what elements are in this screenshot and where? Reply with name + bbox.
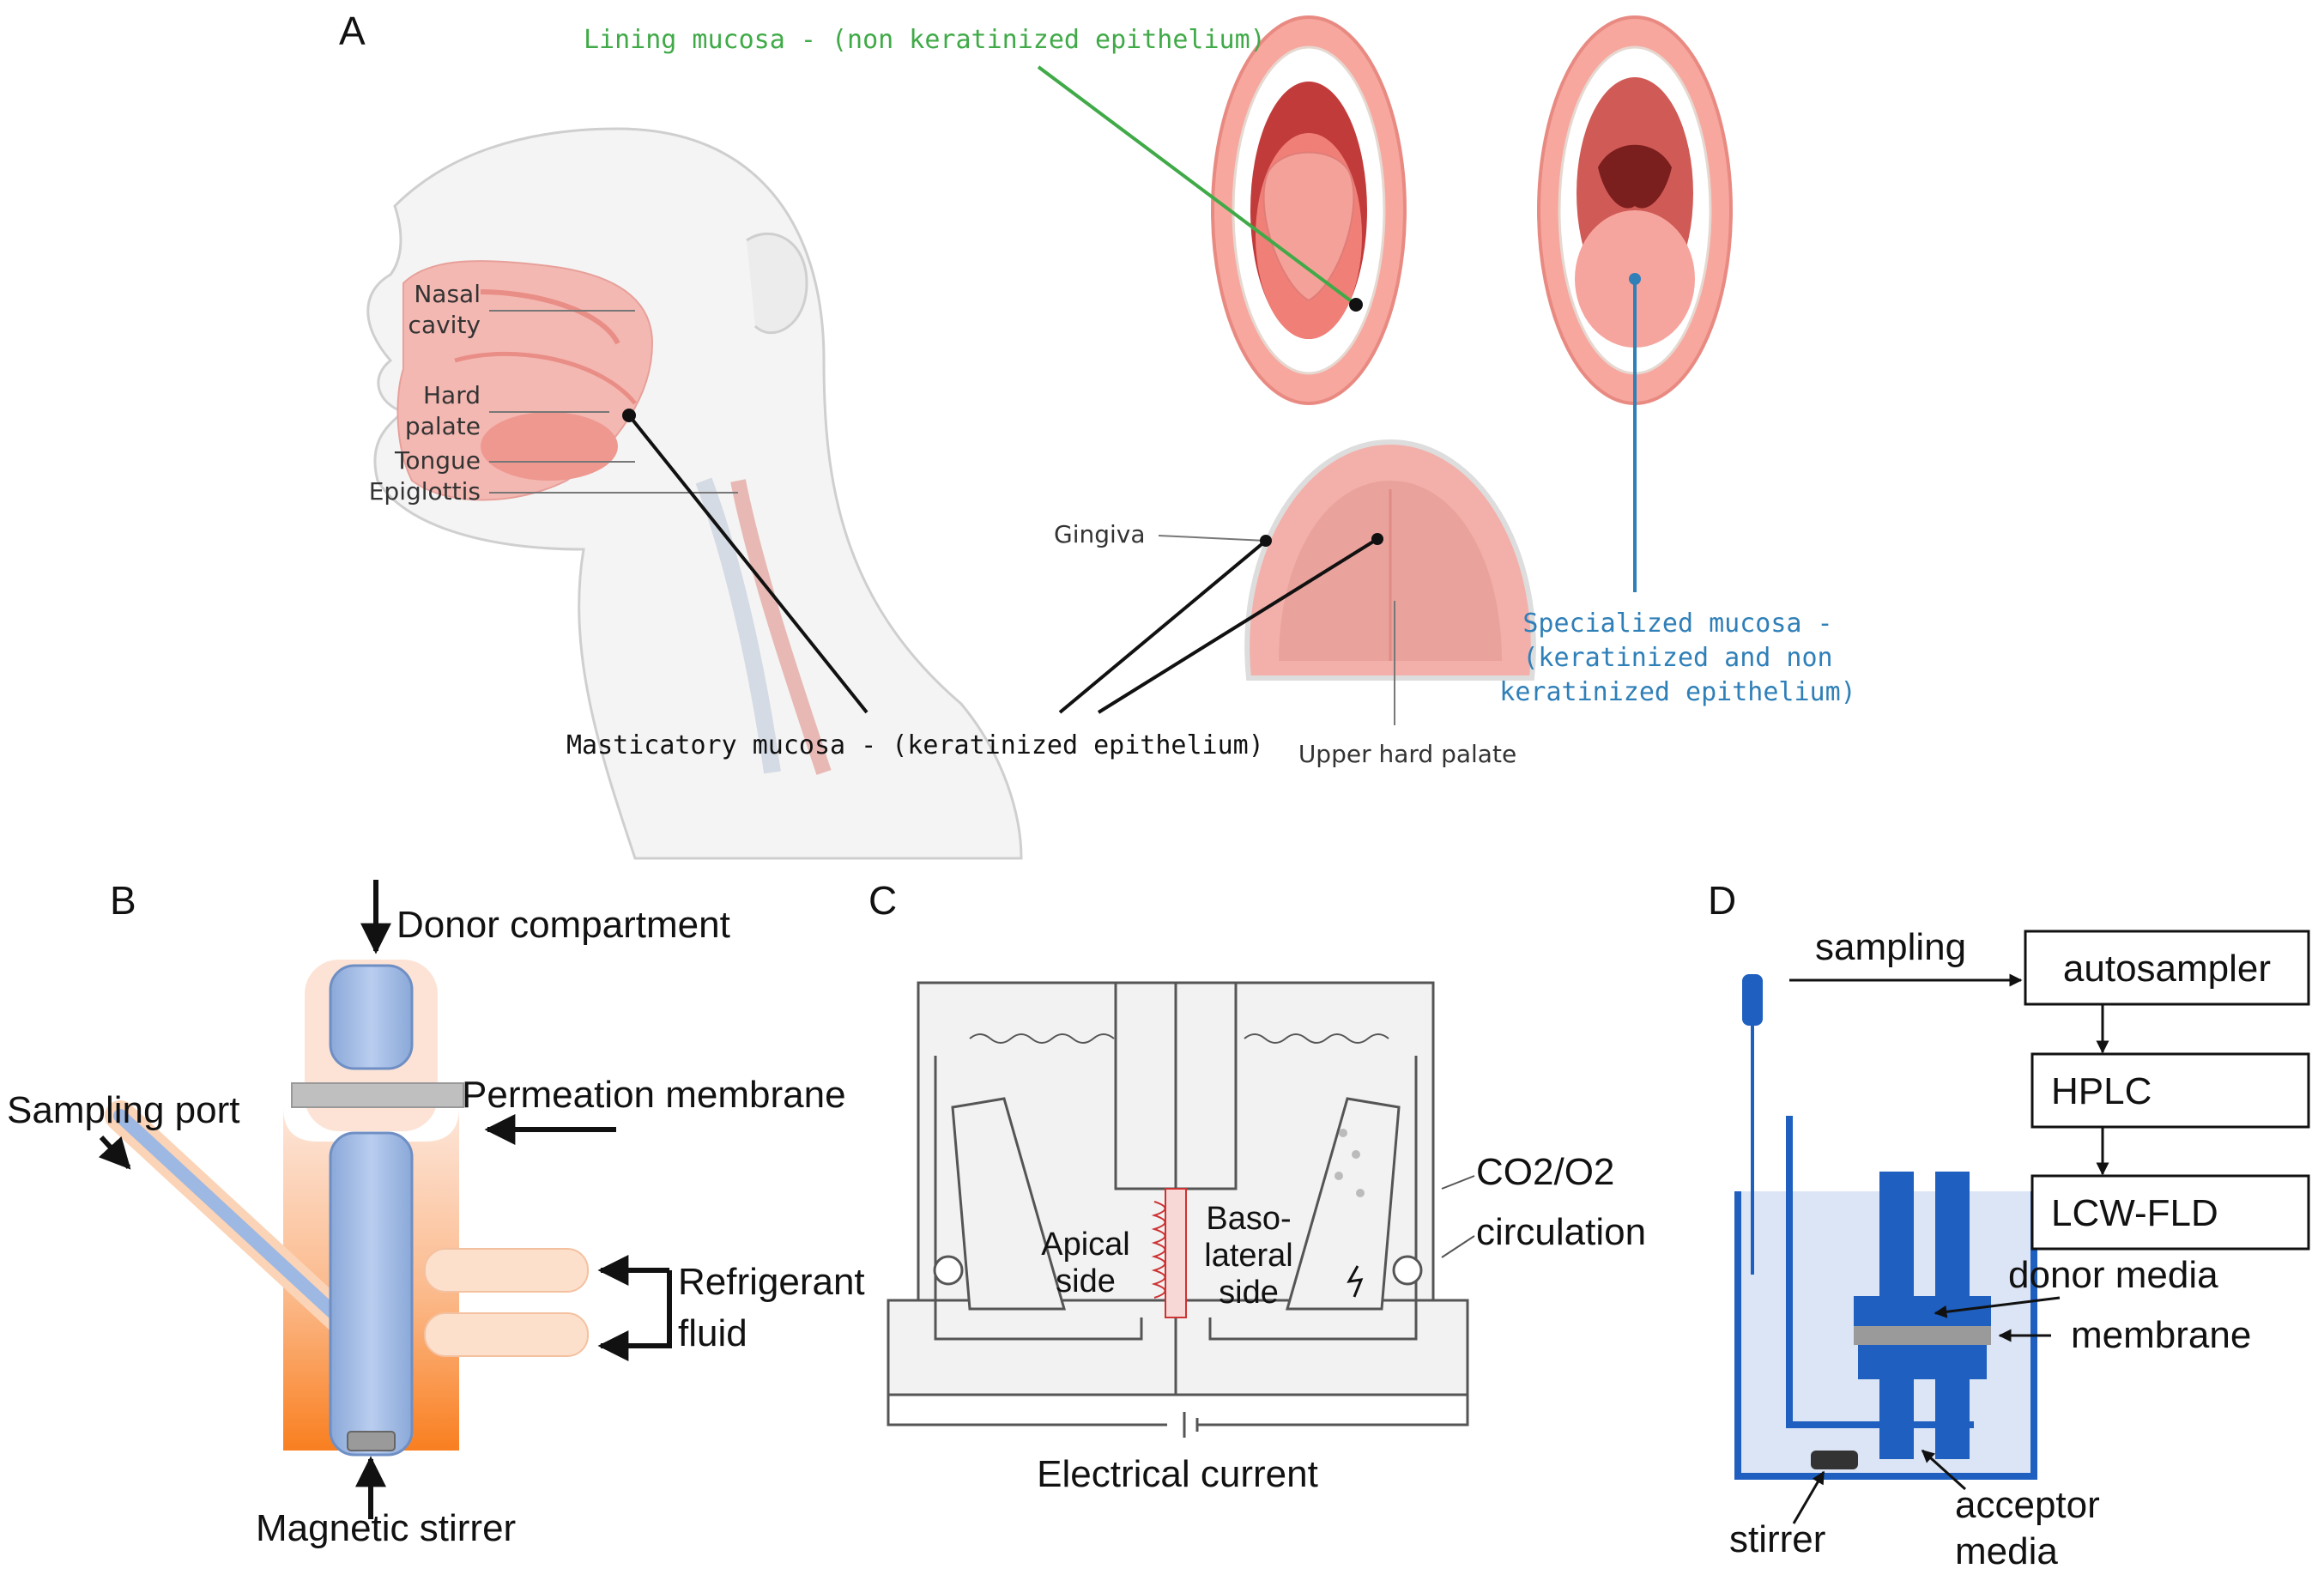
label-nasal-1: Nasal <box>414 280 481 308</box>
label-lcw-fld: LCW-FLD <box>2051 1192 2218 1234</box>
panel-b: B Donor compartment Permeation membrane … <box>7 878 865 1549</box>
magnetic-stirrer-bar <box>347 1431 396 1451</box>
dot-specialized <box>1629 273 1641 285</box>
sampling-port-inner <box>113 1109 350 1329</box>
label-specialized-2: (keratinized and non <box>1522 643 1832 673</box>
leader-gingiva <box>1158 535 1267 542</box>
label-basolateral-2: lateral <box>1204 1238 1293 1274</box>
lightning-icon <box>1347 1265 1364 1298</box>
dot-lining <box>1349 298 1363 312</box>
donor-flange <box>1854 1296 1991 1330</box>
panel-c-letter: C <box>868 878 897 923</box>
label-hplc: HPLC <box>2051 1070 2152 1112</box>
leader-masticatory-gingiva <box>1058 539 1268 714</box>
panel-c: C Apical side Baso- lateral side CO2/O2 … <box>868 878 1646 1495</box>
leader-masticatory-palate <box>1097 537 1379 714</box>
acceptor-column-left <box>1879 1373 1914 1459</box>
leader-circulation <box>1441 1235 1475 1258</box>
label-electrical-current: Electrical current <box>1037 1453 1318 1495</box>
label-sampling-port: Sampling port <box>7 1089 239 1131</box>
label-specialized-1: Specialized mucosa - <box>1522 609 1832 639</box>
gas-bubbles <box>1334 1129 1365 1197</box>
label-hard-palate-2: palate <box>405 412 481 440</box>
label-tongue: Tongue <box>394 446 481 475</box>
leader-gas <box>1441 1175 1475 1190</box>
stirrer-bar <box>1811 1451 1858 1469</box>
panel-a: A Nasal cavity Hard palate Tongue Epiglo… <box>339 9 1856 860</box>
box-lcw-fld <box>2030 1174 2310 1251</box>
label-membrane-d: membrane <box>2071 1314 2251 1356</box>
electrode-right <box>1392 1255 1423 1286</box>
membrane-strip <box>1854 1326 1991 1345</box>
acceptor-column-right <box>1935 1373 1970 1459</box>
tissue-mount <box>1165 1188 1187 1318</box>
label-refrigerant-2: fluid <box>678 1312 747 1354</box>
circuit-wire <box>887 1373 1469 1438</box>
arrow-stirrer-d <box>1792 1470 1825 1524</box>
label-gingiva: Gingiva <box>1054 520 1146 548</box>
beaker <box>1734 1191 2037 1480</box>
upper-palate <box>1244 439 1536 681</box>
label-apical-1: Apical <box>1041 1227 1130 1263</box>
electrode-left <box>933 1255 964 1286</box>
label-basolateral-1: Baso- <box>1206 1201 1291 1237</box>
acceptor-compartment <box>329 1131 414 1457</box>
panel-a-letter: A <box>339 9 366 53</box>
panel-b-letter: B <box>110 878 136 923</box>
box-autosampler <box>2024 930 2310 1006</box>
panel-d-letter: D <box>1708 878 1736 923</box>
fluid-surface-right <box>1244 1033 1389 1044</box>
donor-compartment <box>329 964 414 1070</box>
label-circulation: circulation <box>1476 1211 1646 1253</box>
box-hplc <box>2030 1052 2310 1129</box>
label-basolateral-3: side <box>1219 1275 1279 1311</box>
fluid-surface-left <box>969 1033 1115 1044</box>
refrigerant-tube-bottom <box>424 1312 589 1357</box>
label-refrigerant-1: Refrigerant <box>678 1261 865 1303</box>
label-specialized-3: keratinized epithelium) <box>1499 677 1855 707</box>
arrow-acceptor <box>1921 1449 1967 1491</box>
label-sampling: sampling <box>1815 926 1966 968</box>
mouth-specialized <box>1537 15 1733 405</box>
donor-column-left <box>1879 1172 1914 1317</box>
leader-lining-mucosa <box>1037 65 1358 306</box>
refrigerant-tube-top <box>424 1248 589 1293</box>
label-autosampler: autosampler <box>2063 948 2271 990</box>
label-masticatory: Masticatory mucosa - (keratinized epithe… <box>566 730 1264 760</box>
label-gas: CO2/O2 <box>1476 1151 1614 1193</box>
leader-masticatory-head <box>627 414 868 714</box>
label-acceptor-2: media <box>1955 1530 2058 1572</box>
label-permeation-membrane: Permeation membrane <box>462 1074 846 1116</box>
label-lining-mucosa: Lining mucosa - (non keratinized epithel… <box>584 25 1266 55</box>
label-donor-media: donor media <box>2008 1254 2218 1296</box>
arrow-donor-media <box>1934 1296 2061 1318</box>
label-apical-2: side <box>1056 1263 1116 1299</box>
mouth-lining <box>1211 15 1407 405</box>
tissue-coil <box>1151 1201 1166 1299</box>
arrow-sampling-port <box>98 1135 131 1170</box>
label-stirrer-d: stirrer <box>1729 1518 1825 1560</box>
label-nasal-2: cavity <box>409 311 481 339</box>
sampling-needle-head <box>1742 974 1763 1026</box>
label-magnetic-stirrer: Magnetic stirrer <box>256 1507 516 1549</box>
arrow-refrigerant-out <box>597 1270 672 1361</box>
panel-d: D autosampler HPLC LCW-FLD sampling dono… <box>1708 878 2310 1572</box>
label-upper-hard-palate: Upper hard palate <box>1298 740 1516 768</box>
label-acceptor-1: acceptor <box>1955 1484 2100 1526</box>
label-hard-palate-1: Hard <box>423 381 481 409</box>
permeation-membrane <box>291 1082 464 1108</box>
label-donor-compartment: Donor compartment <box>396 904 730 946</box>
label-epiglottis: Epiglottis <box>369 477 481 506</box>
